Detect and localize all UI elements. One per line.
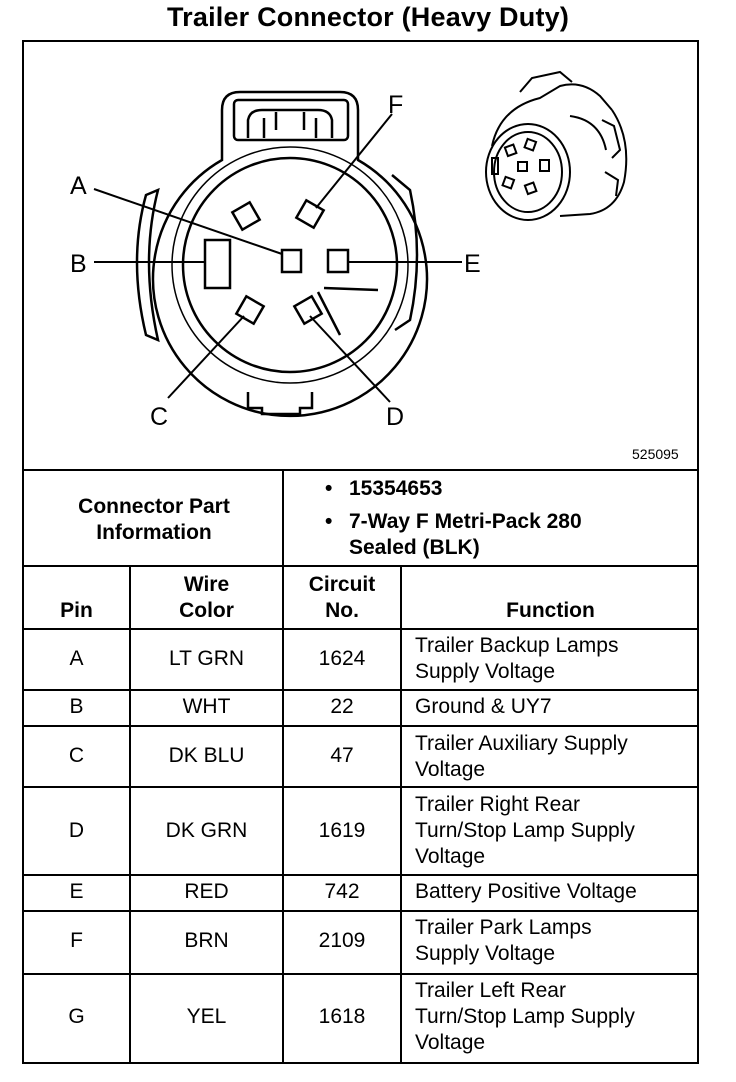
connector-perspective-view bbox=[485, 70, 628, 221]
table-cell-color: YEL bbox=[186, 1005, 227, 1028]
table-cell-color: BRN bbox=[184, 929, 229, 952]
table-cell-pin: E bbox=[69, 880, 84, 903]
table-cell-function: Battery Positive Voltage bbox=[415, 880, 637, 903]
part-description: • 7-Way F Metri-Pack 280 Sealed (BLK) bbox=[325, 510, 582, 559]
connector-inner-face bbox=[181, 156, 399, 374]
divider bbox=[22, 786, 699, 788]
page-title: Trailer Connector (Heavy Duty) bbox=[166, 2, 570, 32]
label-d: D bbox=[386, 403, 404, 431]
divider bbox=[129, 565, 131, 1064]
label-a: A bbox=[70, 172, 87, 200]
table-cell-color: LT GRN bbox=[168, 647, 245, 670]
table-cell-color: RED bbox=[184, 880, 229, 903]
divider bbox=[22, 910, 699, 912]
pin-cavity-a bbox=[280, 248, 303, 274]
table-cell-function: Trailer Right Rear Turn/Stop Lamp Supply… bbox=[415, 793, 635, 868]
table-cell-circuit: 742 bbox=[324, 880, 360, 903]
table-cell-color: DK BLU bbox=[168, 744, 245, 767]
header-circuit-no: Circuit No. bbox=[308, 573, 376, 622]
table-cell-pin: C bbox=[68, 744, 85, 767]
table-cell-pin: B bbox=[69, 695, 84, 718]
table-cell-pin: F bbox=[70, 929, 83, 952]
table-cell-circuit: 1619 bbox=[318, 819, 366, 842]
pin-cavity-e bbox=[326, 248, 350, 274]
connector-top-latch bbox=[232, 98, 350, 142]
table-cell-pin: A bbox=[69, 647, 84, 670]
table-cell-circuit: 47 bbox=[330, 744, 354, 767]
figure-id: 525095 bbox=[632, 446, 679, 462]
connector-part-info-label: Connector Part Information bbox=[78, 495, 230, 544]
header-pin: Pin bbox=[60, 599, 93, 622]
table-cell-function: Trailer Park Lamps Supply Voltage bbox=[415, 916, 592, 965]
header-wire-color: Wire Color bbox=[179, 573, 234, 622]
pin-cavity-c bbox=[234, 294, 266, 326]
divider bbox=[282, 469, 284, 1064]
table-frame bbox=[22, 40, 699, 1064]
header-function: Function bbox=[506, 599, 595, 622]
table-cell-circuit: 1618 bbox=[318, 1005, 366, 1028]
divider bbox=[22, 469, 699, 471]
divider bbox=[22, 628, 699, 630]
connector-left-rib bbox=[135, 187, 160, 343]
divider bbox=[22, 689, 699, 691]
connector-right-rib bbox=[391, 174, 419, 332]
label-c: C bbox=[150, 403, 168, 431]
connector-diagram: A B C D E F bbox=[70, 70, 628, 431]
part-number: • 15354653 bbox=[325, 477, 443, 500]
table-cell-circuit: 22 bbox=[330, 695, 354, 718]
pin-cavity-b bbox=[203, 238, 232, 290]
divider bbox=[22, 874, 699, 876]
table-cell-circuit: 2109 bbox=[318, 929, 366, 952]
table-cell-pin: D bbox=[68, 819, 85, 842]
table-cell-pin: G bbox=[68, 1005, 85, 1028]
divider bbox=[22, 565, 699, 567]
connector-keyway bbox=[316, 286, 379, 336]
divider bbox=[400, 565, 402, 1064]
label-f: F bbox=[388, 91, 403, 119]
connector-bottom-tab bbox=[246, 392, 314, 416]
pin-cavity-f bbox=[294, 198, 326, 230]
connector-part-info: • 15354653 • 7-Way F Metri-Pack 280 Seal… bbox=[325, 476, 582, 561]
table-cell-function: Trailer Auxiliary Supply Voltage bbox=[415, 732, 628, 781]
label-b: B bbox=[70, 250, 87, 278]
label-e: E bbox=[464, 250, 481, 278]
divider bbox=[22, 973, 699, 975]
pin-cavity-d bbox=[292, 294, 324, 326]
table-cell-function: Ground & UY7 bbox=[415, 695, 552, 718]
connector-outer-body bbox=[151, 90, 429, 418]
divider bbox=[22, 725, 699, 727]
table-cell-function: Trailer Backup Lamps Supply Voltage bbox=[415, 634, 619, 683]
table-cell-circuit: 1624 bbox=[318, 647, 366, 670]
table-cell-function: Trailer Left Rear Turn/Stop Lamp Supply … bbox=[415, 979, 635, 1054]
pin-cavity-g bbox=[230, 200, 262, 232]
table-cell-color: DK GRN bbox=[165, 819, 248, 842]
table-cell-color: WHT bbox=[182, 695, 231, 718]
